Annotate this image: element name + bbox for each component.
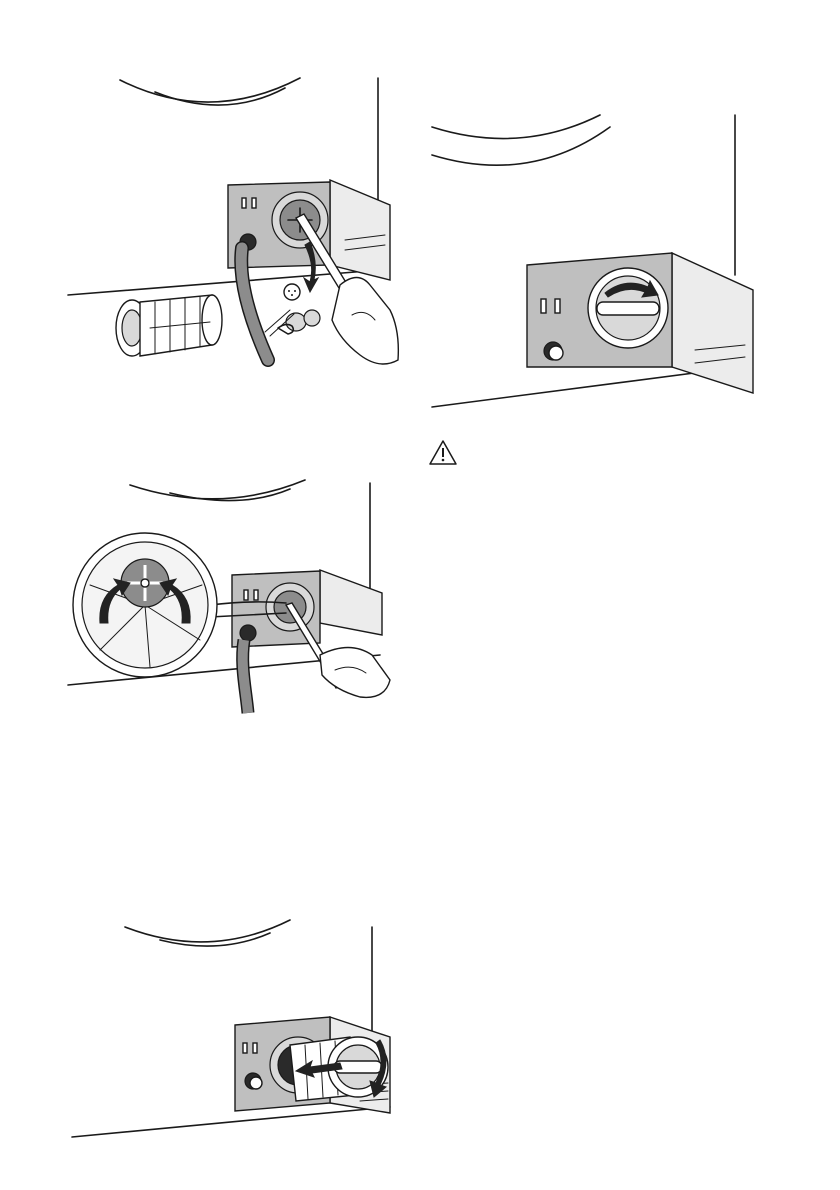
illustration-remove-foreign-objects: [60, 70, 410, 400]
illustration-pump-cover-rotation: [410, 105, 770, 415]
warning-triangle-icon: [428, 438, 458, 468]
illustration-check-impeller: [60, 475, 410, 715]
illustration-insert-filter: [60, 915, 410, 1145]
